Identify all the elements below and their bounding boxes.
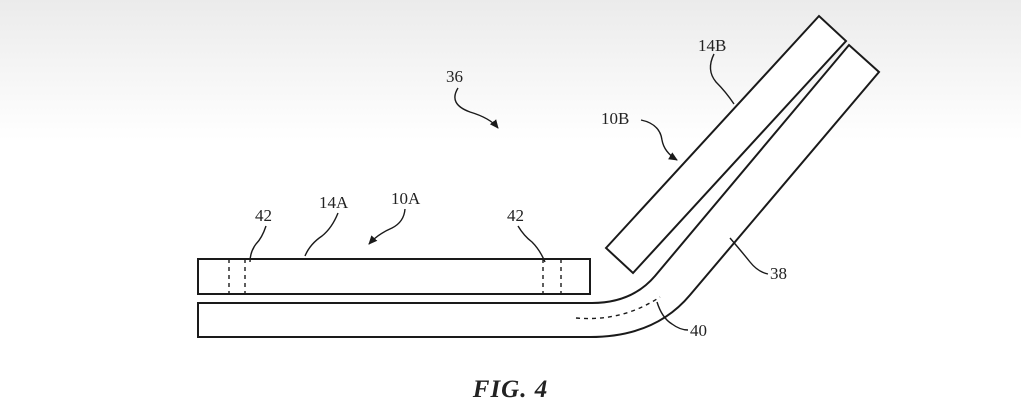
leader-36 xyxy=(454,87,499,129)
bent-substrate xyxy=(197,43,881,338)
label-42-right: 42 xyxy=(507,206,524,225)
leader-10a xyxy=(368,208,406,245)
leader-42-left xyxy=(249,225,267,263)
label-14b: 14B xyxy=(698,36,726,55)
leader-38 xyxy=(729,237,769,275)
label-42-left: 42 xyxy=(255,206,272,225)
label-38: 38 xyxy=(770,264,787,283)
display-panel-b xyxy=(604,14,848,275)
label-14a: 14A xyxy=(319,193,349,212)
leader-10b xyxy=(640,119,678,161)
label-10b: 10B xyxy=(601,109,629,128)
figure-caption: FIG. 4 xyxy=(472,376,549,403)
display-panel-a xyxy=(197,258,591,295)
leader-40 xyxy=(656,301,689,331)
label-40: 40 xyxy=(690,321,707,340)
leader-42-right xyxy=(517,225,546,263)
label-10a: 10A xyxy=(391,189,421,208)
label-36: 36 xyxy=(446,67,463,86)
leader-14a xyxy=(304,212,339,257)
leader-14b xyxy=(709,53,735,105)
flex-line-dashed xyxy=(575,296,661,320)
